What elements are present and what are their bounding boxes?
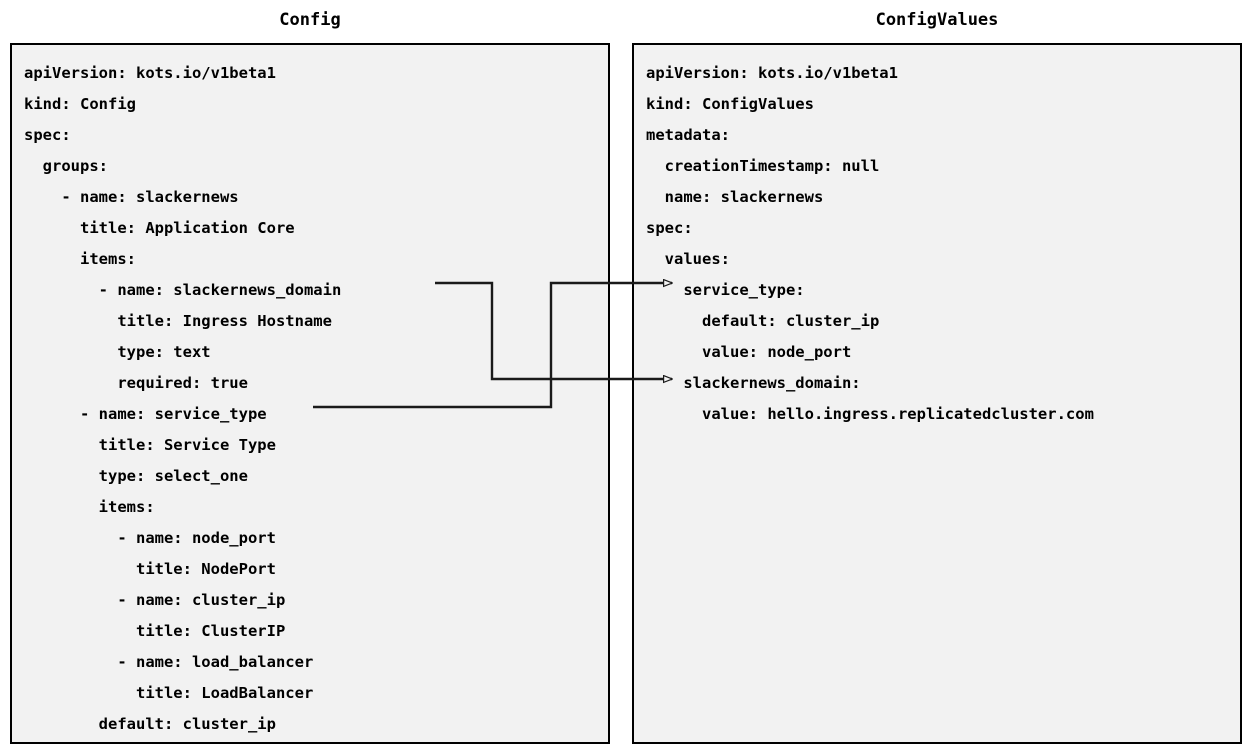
config-yaml-line: - name: cluster_ip bbox=[24, 591, 286, 609]
config-yaml-line: - name: slackernews bbox=[24, 188, 239, 206]
config-yaml-line: title: Ingress Hostname bbox=[24, 312, 332, 330]
config-panel-title: Config bbox=[279, 10, 341, 30]
config-yaml-line: items: bbox=[24, 498, 155, 516]
config-yaml-line: spec: bbox=[24, 126, 71, 144]
configvalues-yaml-line: value: hello.ingress.replicatedcluster.c… bbox=[646, 405, 1094, 423]
configvalues-yaml-line: kind: ConfigValues bbox=[646, 95, 814, 113]
configvalues-yaml-line: slackernews_domain: bbox=[646, 374, 861, 392]
configvalues-yaml-line: spec: bbox=[646, 219, 693, 237]
config-yaml-line: type: select_one bbox=[24, 467, 248, 485]
config-yaml-line: kind: Config bbox=[24, 95, 136, 113]
config-yaml-body: apiVersion: kots.io/v1beta1 kind: Config s… bbox=[12, 45, 608, 740]
configvalues-yaml-line: values: bbox=[646, 250, 730, 268]
configvalues-yaml-body: apiVersion: kots.io/v1beta1 kind: ConfigV… bbox=[634, 45, 1240, 430]
config-yaml-line: - name: slackernews_domain bbox=[24, 281, 342, 299]
config-yaml-line: title: Service Type bbox=[24, 436, 276, 454]
config-yaml-line: title: ClusterIP bbox=[24, 622, 286, 640]
config-yaml-line: items: bbox=[24, 250, 136, 268]
configvalues-yaml-line: creationTimestamp: null bbox=[646, 157, 880, 175]
configvalues-yaml-line: metadata: bbox=[646, 126, 730, 144]
config-yaml-line: - name: load_balancer bbox=[24, 653, 314, 671]
config-yaml-line: - name: service_type bbox=[24, 405, 267, 423]
configvalues-yaml-line: default: cluster_ip bbox=[646, 312, 880, 330]
configvalues-yaml-line: service_type: bbox=[646, 281, 805, 299]
config-yaml-line: type: text bbox=[24, 343, 211, 361]
config-yaml-line: required: true bbox=[24, 374, 248, 392]
configvalues-panel-title: ConfigValues bbox=[875, 10, 999, 30]
config-yaml-line: title: Application Core bbox=[24, 219, 295, 237]
configvalues-yaml-line: value: node_port bbox=[646, 343, 852, 361]
configvalues-yaml-panel: apiVersion: kots.io/v1beta1 kind: ConfigV… bbox=[632, 43, 1242, 744]
config-yaml-line: - name: node_port bbox=[24, 529, 276, 547]
config-yaml-panel: apiVersion: kots.io/v1beta1 kind: Config s… bbox=[10, 43, 610, 744]
config-yaml-line: title: NodePort bbox=[24, 560, 276, 578]
config-yaml-line: title: LoadBalancer bbox=[24, 684, 314, 702]
configvalues-yaml-line: name: slackernews bbox=[646, 188, 824, 206]
config-yaml-line: default: cluster_ip bbox=[24, 715, 276, 733]
configvalues-yaml-line: apiVersion: kots.io/v1beta1 bbox=[646, 64, 898, 82]
config-yaml-line: groups: bbox=[24, 157, 108, 175]
config-yaml-line: apiVersion: kots.io/v1beta1 bbox=[24, 64, 276, 82]
